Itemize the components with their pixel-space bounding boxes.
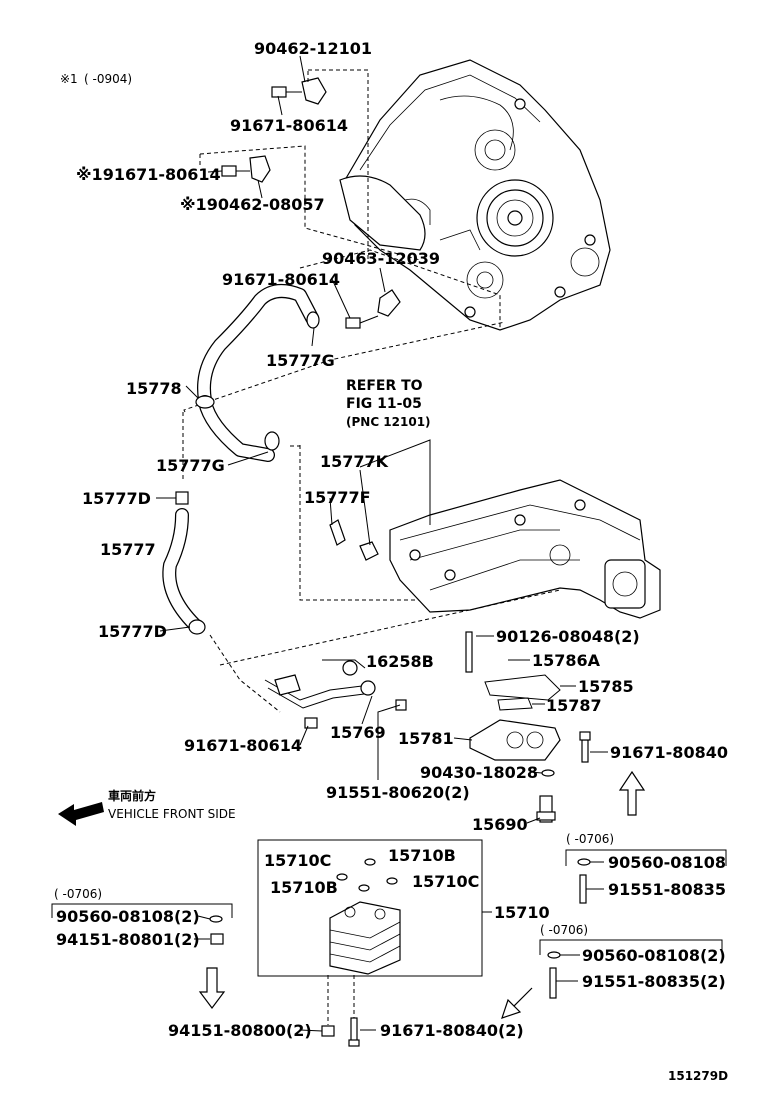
direction-en: VEHICLE FRONT SIDE — [108, 807, 236, 821]
range-0706-b: ( -0706) — [54, 887, 102, 901]
refer-line3: (PNC 12101) — [346, 415, 431, 429]
label-91551-80835-r: 91551-80835 — [608, 880, 726, 899]
label-90462-12101: 90462-12101 — [254, 39, 372, 58]
label-15710C-a: 15710C — [264, 851, 331, 870]
label-15777K: 15777K — [320, 452, 389, 471]
o-rings — [336, 858, 398, 892]
vehicle-front-arrow-icon — [58, 802, 104, 826]
arrow-up-icon — [618, 770, 646, 816]
direction-jp: 車両前方 — [108, 788, 156, 803]
oil-cooler-15710 — [329, 901, 401, 975]
label-90560-08108-r2: 90560-08108(2) — [582, 946, 726, 965]
hose-15777 — [162, 491, 206, 635]
label-91671-80614-b: ※191671-80614 — [76, 165, 221, 184]
label-91671-80614-d: 91671-80614 — [184, 736, 302, 755]
label-94151-80801: 94151-80801(2) — [56, 930, 200, 949]
sensor-90463-12039 — [345, 289, 401, 329]
label-90560-08108-r: 90560-08108 — [608, 853, 726, 872]
refer-line2: FIG 11-05 — [346, 396, 422, 412]
label-15777F: 15777F — [304, 488, 371, 507]
label-90430-18028: 90430-18028 — [420, 763, 538, 782]
timing-cover-illustration — [339, 59, 611, 331]
range-0706-c: ( -0706) — [540, 923, 588, 937]
label-90463-12039: 90463-12039 — [322, 249, 440, 268]
label-15777G-a: 15777G — [266, 351, 335, 370]
switch-15690 — [536, 795, 556, 823]
label-94151-80800: 94151-80800(2) — [168, 1021, 312, 1040]
gasket-15786A — [484, 674, 561, 711]
label-15785: 15785 — [578, 677, 634, 696]
label-91671-80840-b: 91671-80840(2) — [380, 1021, 524, 1040]
label-90126-08048: 90126-08048(2) — [496, 627, 640, 646]
bolt-91671-80840 — [579, 731, 591, 763]
nut-94151-80800 — [321, 1025, 335, 1037]
label-15690: 15690 — [472, 815, 528, 834]
label-15710C-b: 15710C — [412, 872, 479, 891]
range-0706-a: ( -0706) — [566, 832, 614, 846]
stud-90126 — [465, 631, 473, 673]
oil-cooler-box — [257, 839, 483, 977]
bolt-91671-80840-2 — [348, 1017, 360, 1047]
label-15777D-b: 15777D — [98, 622, 167, 641]
label-91671-80840-a: 91671-80840 — [610, 743, 728, 762]
arrow-down-icon — [198, 967, 226, 1009]
leader-lines — [156, 55, 608, 1032]
label-15710: 15710 — [494, 903, 550, 922]
hose-15778 — [195, 284, 320, 462]
label-15786A: 15786A — [532, 651, 601, 670]
oil-pan-illustration — [389, 479, 661, 619]
label-91551-80620: 91551-80620(2) — [326, 783, 470, 802]
sensor-90462-12101 — [271, 77, 327, 105]
label-15777G-b: 15777G — [156, 456, 225, 475]
label-16258B: 16258B — [366, 652, 434, 671]
arrow-diagonal-icon — [501, 987, 533, 1019]
pipe-15769 — [264, 660, 407, 729]
label-91551-80835-r2: 91551-80835(2) — [582, 972, 726, 991]
label-15777D-a: 15777D — [82, 489, 151, 508]
label-15710B-b: 15710B — [270, 878, 338, 897]
plug-15777F — [329, 519, 379, 561]
cooler-cover-15781 — [469, 719, 561, 761]
footnote-mark: ※1 — [60, 72, 78, 86]
label-91671-80614-a: 91671-80614 — [230, 116, 348, 135]
footnote-range: ( -0904) — [84, 72, 132, 86]
label-90560-08108-l: 90560-08108(2) — [56, 907, 200, 926]
label-91671-80614-c: 91671-80614 — [222, 270, 340, 289]
illustration-id: 151279D — [668, 1069, 728, 1083]
refer-line1: REFER TO — [346, 378, 423, 394]
label-15777: 15777 — [100, 540, 156, 559]
gasket-90430-18028 — [541, 769, 555, 777]
label-15787: 15787 — [546, 696, 602, 715]
label-90462-08057: ※190462-08057 — [180, 195, 325, 214]
label-15769: 15769 — [330, 723, 386, 742]
label-15778: 15778 — [126, 379, 182, 398]
sensor-90462-08057 — [221, 155, 271, 183]
label-15781: 15781 — [398, 729, 454, 748]
label-15710B-a: 15710B — [388, 846, 456, 865]
